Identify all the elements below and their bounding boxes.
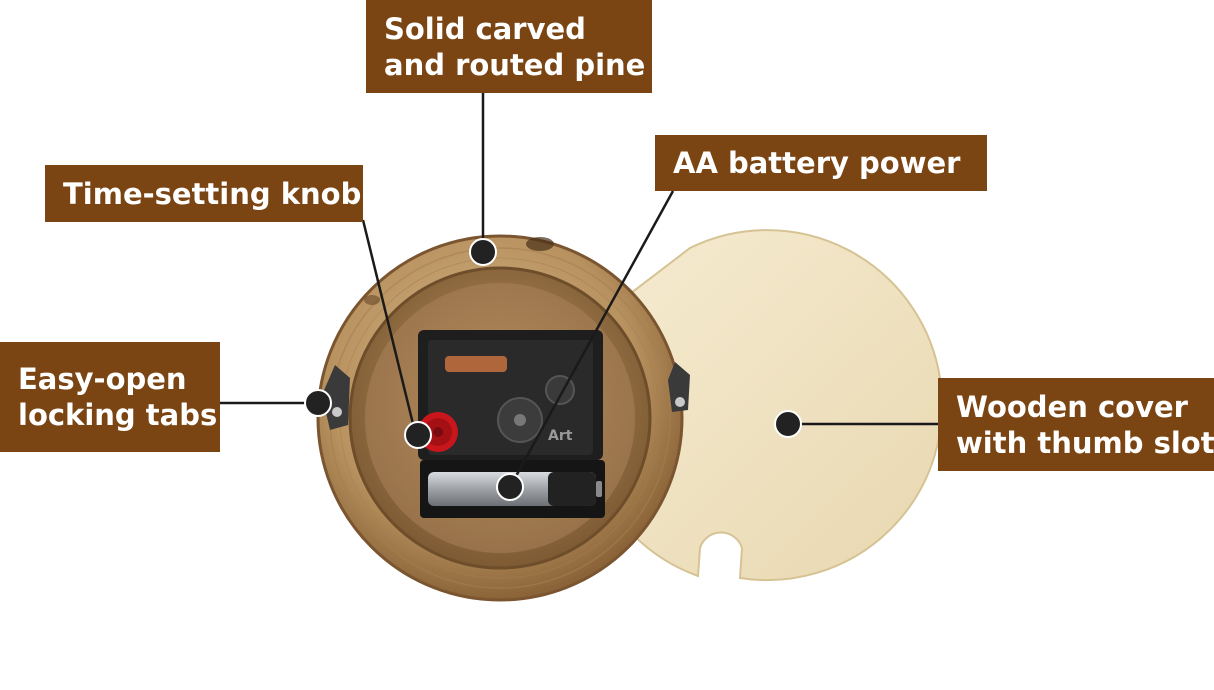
callout-time-setting-knob: Time-setting knob — [45, 165, 363, 222]
callout-solid-carved-pine: Solid carved and routed pine — [366, 0, 652, 93]
callout-easy-open-locking-tabs: Easy-open locking tabs — [0, 342, 220, 452]
callout-aa-battery-power: AA battery power — [655, 135, 987, 191]
battery-compartment — [420, 460, 605, 518]
callout-wooden-cover-thumb-slot: Wooden cover with thumb slot — [938, 378, 1214, 471]
clock-movement: Art — [418, 330, 603, 460]
callout-line: Easy-open — [18, 362, 187, 396]
callout-line: Solid carved — [384, 11, 586, 46]
locking-tab-right — [668, 362, 690, 412]
locking-tab-left — [322, 365, 350, 430]
marker-pine — [469, 238, 497, 266]
marker-tabs — [304, 389, 332, 417]
callout-line: with thumb slot — [956, 425, 1214, 460]
movement-brand-text: Art — [548, 428, 573, 444]
callout-line: AA battery power — [673, 146, 961, 180]
callout-line: Time-setting knob — [63, 176, 362, 211]
callout-line: and routed pine — [384, 47, 646, 82]
callout-line: Wooden cover — [956, 389, 1188, 424]
callout-line: locking tabs — [18, 398, 218, 432]
marker-battery — [496, 473, 524, 501]
marker-cover — [774, 410, 802, 438]
marker-dots — [304, 238, 802, 501]
marker-knob — [404, 421, 432, 449]
leader-lines — [220, 93, 938, 488]
